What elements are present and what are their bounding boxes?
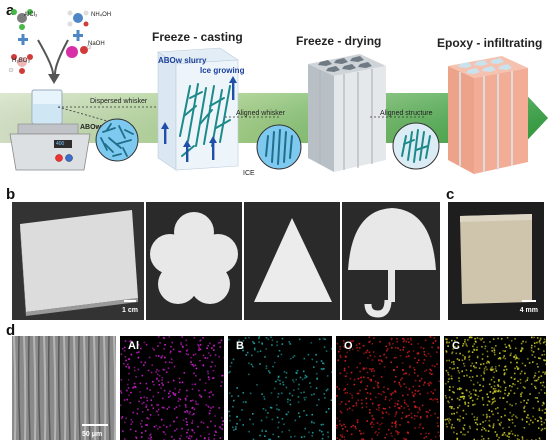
aligned-structure-connector [370,116,426,118]
aligned-structure-label: Aligned structure [380,110,433,117]
aligned-whisker-label: Aligned whisker [236,110,286,117]
scale-bar-b [124,300,136,302]
h3bo3-label: H₃BO₃ [12,58,30,64]
reagent-molecules [8,9,92,84]
eds-map-al: Al [120,336,224,440]
sem-image: 50 μm [12,336,116,440]
eds-map-b: B [228,336,332,440]
photo-composite-sample: 4 mm [448,202,544,320]
panel-d-letter: d [6,322,16,339]
dispersed-whisker-circle [95,118,139,162]
scale-bar-b-label: 1 cm [122,307,138,314]
photo-flower-sample [146,202,242,320]
dispersed-whisker-label: Dispersed whisker [90,98,148,105]
aligned-whisker-circle [256,124,302,170]
abow-label: ABOw [80,124,101,131]
panel-b-letter: b [6,186,16,203]
scale-bar-c-label: 4 mm [519,307,538,314]
stage-freeze-casting-title: Freeze - casting [152,30,243,44]
eds-map-c: C [444,336,546,440]
abow-slurry-label: ABOw slurry [158,56,207,65]
epoxy-infiltrated-scaffold [448,56,528,174]
alcl3-label: AlCl₃ [24,12,38,18]
photo-umbrella-sample [342,202,440,320]
eds-map-o: O [336,336,440,440]
freeze-casting-mold [157,47,239,171]
panel-c-letter: c [446,186,455,203]
honeycomb-scaffold [308,54,386,172]
aligned-structure-circle [392,122,440,170]
aligned-whisker-connector [225,116,281,118]
photo-square-sample: 1 cm [12,202,144,320]
photo-triangle-sample [244,202,340,320]
eds-map-o-label: O [344,340,353,352]
panel-a-letter: a [6,2,15,19]
scale-bar-d [82,424,108,426]
stage-epoxy-title: Epoxy - infiltrating [437,36,543,50]
stage-freeze-drying-title: Freeze - drying [296,34,382,48]
eds-map-b-label: B [236,340,244,352]
eds-map-c-label: C [452,340,460,352]
scale-bar-d-label: 50 μm [82,431,103,438]
eds-map-al-label: Al [128,340,139,352]
naoh-label: NaOH [88,41,105,47]
ice-growing-label: Ice growing [200,66,245,75]
nh4oh-label: NH₄OH [91,12,112,18]
ice-label: ICE [243,170,255,177]
hotplate-stirrer [9,89,91,171]
scale-bar-c [522,300,536,302]
hotplate-display: 400 [56,141,65,147]
